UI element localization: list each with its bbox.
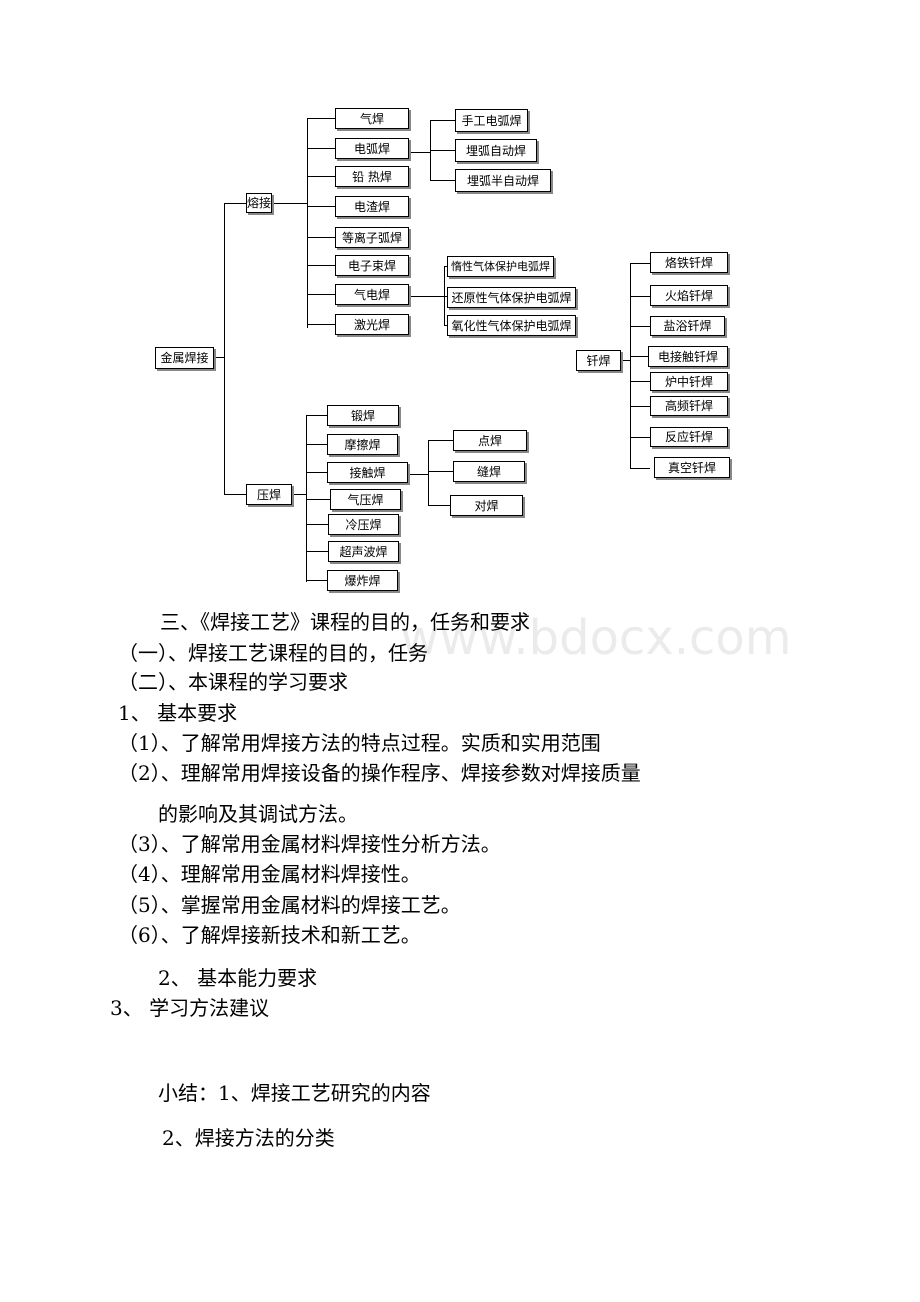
- connector: [306, 472, 327, 473]
- watermark: www.bdocx.com: [400, 610, 792, 666]
- list-heading: 1、 基本要求: [118, 701, 238, 725]
- connector: [409, 296, 445, 297]
- node-pressure-item: 气压焊: [330, 489, 401, 510]
- node-pressure-item: 超声波焊: [328, 541, 399, 562]
- node-brazing: 钎焊: [576, 350, 621, 371]
- connector: [630, 356, 648, 357]
- node-fusion-item: 电子束焊: [335, 255, 409, 276]
- connector: [630, 326, 650, 327]
- node-gas-sub: 氧化性气体保护电弧焊: [447, 315, 576, 336]
- subsection-heading: （二）、本课程的学习要求: [118, 670, 348, 694]
- list-item: （3）、了解常用金属材料焊接性分析方法。: [118, 832, 501, 856]
- connector: [307, 118, 335, 119]
- connector: [307, 237, 335, 238]
- connector: [630, 468, 650, 469]
- connector: [307, 265, 335, 266]
- connector: [630, 381, 650, 382]
- connector: [430, 180, 455, 181]
- connector: [214, 357, 225, 358]
- connector: [630, 263, 650, 264]
- node-brazing-item: 炉中钎焊: [650, 372, 728, 391]
- node-contact-sub: 点焊: [453, 430, 527, 451]
- connector: [630, 263, 631, 469]
- summary-line: 小结：1、焊接工艺研究的内容: [158, 1081, 431, 1105]
- connector: [307, 206, 335, 207]
- summary-line: 2、焊接方法的分类: [162, 1126, 335, 1150]
- node-fusion-item: 电弧焊: [335, 138, 409, 159]
- list-item-continued: 的影响及其调试方法。: [158, 802, 358, 826]
- node-arc-sub: 埋弧半自动焊: [455, 169, 551, 192]
- node-fusion-item: 气电焊: [335, 284, 409, 305]
- list-heading: 3、 学习方法建议: [110, 996, 270, 1020]
- section-heading: 三、《焊接工艺》课程的目的，任务和要求: [160, 610, 530, 634]
- connector: [224, 203, 225, 495]
- connector: [444, 266, 447, 267]
- node-contact-sub: 对焊: [450, 495, 523, 516]
- node-gas-sub: 还原性气体保护电弧焊: [447, 287, 576, 308]
- connector: [306, 499, 330, 500]
- node-brazing-item: 真空钎焊: [654, 457, 730, 478]
- connector: [272, 203, 307, 204]
- node-fusion-item: 激光焊: [335, 314, 409, 335]
- connector: [444, 325, 447, 326]
- node-brazing-item: 电接触钎焊: [648, 346, 728, 367]
- node-root: 金属焊接: [155, 347, 214, 369]
- list-item: （1）、了解常用焊接方法的特点过程。实质和实用范围: [118, 731, 601, 755]
- connector: [306, 415, 307, 582]
- connector: [444, 296, 447, 297]
- node-fusion-item: 电渣焊: [335, 196, 409, 217]
- node-fusion-item: 气焊: [335, 108, 409, 129]
- list-item: （6）、了解焊接新技术和新工艺。: [118, 923, 421, 947]
- connector: [307, 176, 335, 177]
- connector: [306, 551, 328, 552]
- node-fusion: 熔接: [246, 193, 272, 213]
- list-heading: 2、 基本能力要求: [158, 966, 318, 990]
- node-pressure-item: 爆炸焊: [327, 570, 398, 591]
- node-pressure-item: 冷压焊: [328, 514, 399, 535]
- node-arc-sub: 埋弧自动焊: [455, 139, 537, 162]
- node-pressure-item: 锻焊: [327, 405, 399, 426]
- node-contact-sub: 缝焊: [453, 461, 525, 482]
- node-brazing-item: 反应钎焊: [650, 427, 728, 447]
- connector: [430, 150, 455, 151]
- connector: [428, 440, 453, 441]
- connector: [428, 505, 450, 506]
- connector: [409, 152, 431, 153]
- node-pressure-item: 接触焊: [327, 462, 408, 483]
- node-brazing-item: 火焰钎焊: [650, 285, 728, 306]
- connector: [224, 494, 246, 495]
- connector: [307, 118, 308, 328]
- connector: [408, 474, 428, 475]
- node-brazing-item: 盐浴钎焊: [650, 316, 725, 336]
- connector: [306, 415, 327, 416]
- connector: [430, 120, 455, 121]
- node-pressure-item: 摩擦焊: [327, 434, 398, 455]
- connector: [630, 437, 650, 438]
- node-fusion-item: 铅 热焊: [335, 166, 409, 187]
- connector: [630, 296, 650, 297]
- connector: [306, 580, 327, 581]
- connector: [630, 406, 650, 407]
- node-fusion-item: 等离子弧焊: [335, 227, 409, 248]
- connector: [307, 148, 335, 149]
- list-item: （2）、理解常用焊接设备的操作程序、焊接参数对焊接质量: [118, 761, 641, 785]
- list-item: （4）、理解常用金属材料焊接性。: [118, 862, 421, 886]
- connector: [306, 444, 327, 445]
- node-brazing-item: 烙铁钎焊: [650, 252, 728, 273]
- connector: [428, 440, 429, 506]
- node-brazing-item: 高频钎焊: [650, 396, 728, 416]
- connector: [224, 203, 246, 204]
- connector: [292, 494, 306, 495]
- connector: [621, 360, 630, 361]
- list-item: （5）、掌握常用金属材料的焊接工艺。: [118, 893, 461, 917]
- node-arc-sub: 手工电弧焊: [455, 109, 528, 132]
- connector: [307, 324, 335, 325]
- connector: [307, 294, 335, 295]
- subsection-heading: （一）、焊接工艺课程的目的，任务: [118, 641, 428, 665]
- connector: [306, 524, 328, 525]
- connector: [428, 471, 453, 472]
- node-gas-sub: 惰性气体保护电弧焊: [447, 256, 554, 277]
- node-pressure: 压焊: [246, 484, 292, 505]
- welding-classification-diagram: 金属焊接 熔接 气焊 电弧焊 铅 热焊 电渣焊 等离子弧焊 电子束焊 气电焊 激…: [0, 0, 920, 600]
